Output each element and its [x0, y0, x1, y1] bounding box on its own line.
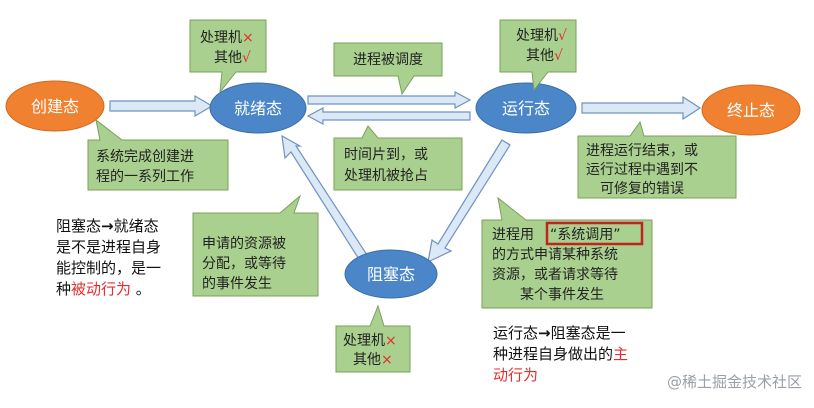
- blocked-cpu-label: 处理机: [343, 333, 385, 349]
- syscall-line2: 的方式申请某种系统: [492, 247, 618, 263]
- arrow-blocked-to-ready: [281, 134, 370, 265]
- arrow-running-to-blocked: [427, 139, 511, 264]
- note-passive-line3: 能控制的，是一: [56, 259, 162, 277]
- note-passive-line2: 是不是进程自身: [56, 238, 162, 256]
- state-running: 运行态: [475, 82, 577, 134]
- create-done-line1: 系统完成创建进: [96, 149, 194, 165]
- ready-other-label: 其他: [214, 50, 242, 66]
- callout-preempted: 时间片到，或 处理机被抢占: [333, 125, 463, 191]
- svg-text:其他√: 其他√: [214, 50, 251, 66]
- finished-line1: 进程运行结束，或: [586, 143, 698, 159]
- note-active-line3: 动行为: [493, 366, 539, 384]
- ready-other-mark: √: [242, 50, 251, 66]
- svg-text:其他√: 其他√: [526, 48, 563, 64]
- callout-finished: 进程运行结束，或 运行过程中遇到不 可修复的错误: [577, 120, 737, 199]
- state-blocked-label: 阻塞态: [367, 265, 415, 284]
- arrow-ready-to-running: [307, 91, 472, 109]
- blocked-other-label: 其他: [353, 352, 381, 368]
- note-active: 运行态→阻塞态是一 种进程自身做出的主 动行为: [493, 323, 628, 386]
- callout-syscall: 进程用 “系统调用” 的方式申请某种系统 资源，或者请求等待 某个事件发生: [481, 196, 653, 309]
- svg-text:处理机√: 处理机√: [516, 28, 567, 44]
- preempted-line1: 时间片到，或: [344, 147, 428, 163]
- note-passive-line1: 阻塞态→就绪态: [56, 217, 159, 235]
- ready-cpu-label: 处理机: [200, 30, 242, 46]
- svg-text:处理机×: 处理机×: [343, 333, 397, 349]
- arrow-right-icon: →: [101, 217, 114, 235]
- state-terminated: 终止态: [701, 84, 801, 136]
- syscall-highlight-box: [545, 221, 644, 246]
- create-done-line2: 程的一系列工作: [96, 169, 194, 185]
- preempted-line2: 处理机被抢占: [344, 167, 428, 184]
- callout-scheduled: 进程被调度: [333, 42, 443, 96]
- resources-line2: 分配，或等待: [202, 255, 286, 272]
- state-blocked: 阻塞态: [344, 249, 438, 299]
- syscall-highlight: “系统调用”: [550, 227, 621, 243]
- state-ready: 就绪态: [209, 82, 307, 134]
- resources-line3: 的事件发生: [202, 276, 272, 292]
- state-terminated-label: 终止态: [727, 101, 775, 120]
- state-ready-label: 就绪态: [234, 99, 282, 118]
- note-passive: 阻塞态→就绪态 是不是进程自身 能控制的，是一 种被动行为 。: [56, 216, 161, 300]
- syscall-line3: 资源，或者请求等待: [492, 266, 618, 283]
- arrow-running-to-terminated: [581, 95, 702, 121]
- scheduled-text: 进程被调度: [353, 52, 423, 68]
- running-other-label: 其他: [526, 48, 554, 64]
- running-cpu-mark: √: [558, 28, 567, 44]
- syscall-line4: 某个事件发生: [520, 287, 604, 303]
- blocked-cpu-mark: ×: [385, 333, 397, 349]
- svg-text:处理机×: 处理机×: [200, 30, 254, 46]
- arrow-right-icon-2: →: [538, 324, 551, 342]
- svg-text:其他×: 其他×: [353, 352, 393, 368]
- note-passive-line4: 种被动行为 。: [56, 280, 151, 298]
- finished-line2: 运行过程中遇到不: [586, 162, 698, 178]
- blocked-other-mark: ×: [381, 352, 393, 368]
- state-running-label: 运行态: [502, 99, 550, 118]
- watermark: @稀土掘金技术社区: [666, 373, 802, 391]
- resource-box-blocked: 处理机× 其他×: [335, 304, 411, 373]
- arrow-running-to-ready: [306, 107, 471, 125]
- resources-line1: 申请的资源被: [202, 236, 286, 252]
- ready-cpu-mark: ×: [242, 30, 254, 46]
- running-cpu-label: 处理机: [516, 28, 558, 44]
- note-active-line2: 种进程自身做出的主: [493, 345, 629, 363]
- finished-line3: 可修复的错误: [600, 180, 684, 197]
- callout-resources: 申请的资源被 分配，或等待 的事件发生: [192, 194, 319, 297]
- arrow-create-to-ready: [109, 94, 214, 118]
- state-create-label: 创建态: [31, 97, 79, 116]
- resource-box-running: 处理机√ 其他√: [499, 19, 577, 92]
- note-active-line1: 运行态→阻塞态是一: [493, 324, 626, 342]
- syscall-pre: 进程用: [492, 227, 534, 243]
- state-create: 创建态: [5, 80, 105, 132]
- running-other-mark: √: [554, 48, 563, 64]
- callout-create-done: 系统完成创建进 程的一系列工作: [87, 118, 229, 191]
- resource-box-ready: 处理机× 其他√: [189, 19, 267, 94]
